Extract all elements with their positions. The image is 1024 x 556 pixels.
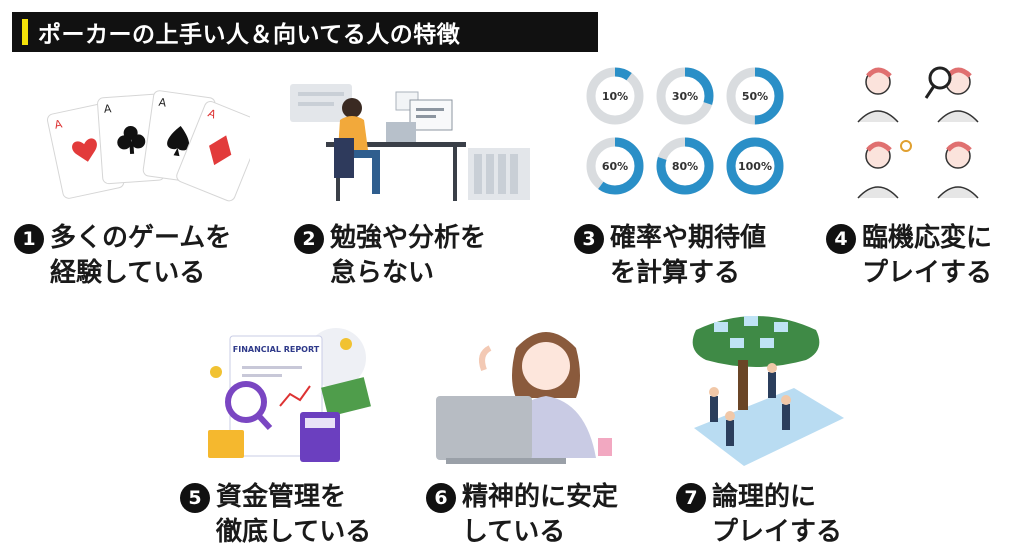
item-4-number: 4 [826, 224, 856, 254]
ring-arc [726, 67, 784, 125]
card-2-rank: A [103, 102, 112, 116]
ring-label: 100% [738, 160, 772, 173]
item-3-line2: を計算する [610, 258, 741, 288]
ring-label: 60% [602, 160, 628, 173]
item-4-line2: プレイする [862, 258, 993, 288]
item-5-number: 5 [180, 483, 210, 513]
ring-label: 80% [672, 160, 698, 173]
item-7-caption: 7 論理的に プレイする [676, 480, 842, 550]
logic-tree-icon [692, 316, 844, 466]
item-3-caption: 3 確率や期待値 を計算する [574, 221, 766, 291]
item-7-line1: 論理的に [712, 482, 817, 512]
item-1-caption: 1 多くのゲームを 経験している [14, 221, 231, 291]
ring-arc [586, 67, 644, 125]
ring-label: 50% [742, 90, 768, 103]
ring-arc [656, 137, 714, 195]
ring-label: 30% [672, 90, 698, 103]
item-3-line1: 確率や期待値 [610, 223, 767, 253]
item-6-caption: 6 精神的に安定 している [426, 480, 618, 550]
item-6-line1: 精神的に安定 [462, 482, 619, 512]
item-5-line2: 徹底している [216, 517, 372, 547]
person-at-desk-icon [290, 84, 530, 201]
item-5-line1: 資金管理を [216, 482, 347, 512]
page-title: ポーカーの上手い人＆向いてる人の特徴 [38, 22, 461, 48]
report-label: FINANCIAL REPORT [233, 345, 320, 354]
ring-label: 10% [602, 90, 628, 103]
item-6-number: 6 [426, 483, 456, 513]
item-2-line2: 怠らない [330, 258, 435, 288]
item-5-caption: 5 資金管理を 徹底している [180, 480, 371, 550]
item-1-line2: 経験している [50, 258, 206, 288]
playing-cards-icon: A A A A [46, 90, 250, 202]
item-2-line1: 勉強や分析を [330, 223, 487, 253]
item-4-line1: 臨機応変に [862, 223, 993, 253]
title-bar: ポーカーの上手い人＆向いてる人の特徴 [12, 12, 598, 52]
item-2-number: 2 [294, 224, 324, 254]
item-4-caption: 4 臨機応変に プレイする [826, 221, 992, 291]
item-7-number: 7 [676, 483, 706, 513]
card-1-rank: A [53, 117, 64, 131]
item-3-number: 3 [574, 224, 604, 254]
ring-arc [656, 67, 714, 125]
ring-arc [726, 137, 784, 195]
card-3-rank: A [158, 96, 168, 110]
item-1-line1: 多くのゲームを [50, 223, 232, 253]
title-accent [22, 19, 28, 45]
calm-woman-laptop-icon [436, 332, 612, 464]
financial-report-icon: FINANCIAL REPORT [208, 328, 371, 462]
item-6-line2: している [462, 517, 566, 547]
ring-arc [586, 137, 644, 195]
item-1-number: 1 [14, 224, 44, 254]
thinking-people-icon [857, 66, 979, 199]
item-2-caption: 2 勉強や分析を 怠らない [294, 221, 486, 291]
item-7-line2: プレイする [712, 517, 843, 547]
percentage-rings-icon: 10% 30% 50% 60% 80% 100% [586, 67, 784, 195]
